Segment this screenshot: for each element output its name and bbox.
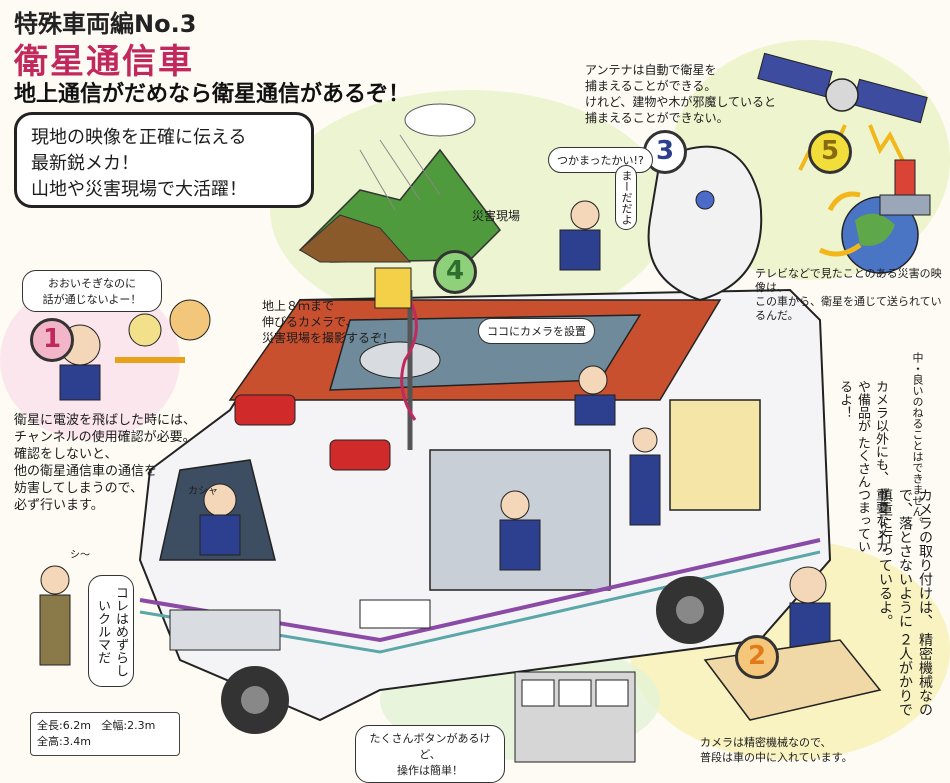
camera-install-bubble: ココにカメラを設置 <box>478 318 595 344</box>
vehicle-specs: 全長:6.2m 全幅:2.3m 全高:3.4m <box>30 712 180 756</box>
intro-box: 現地の映像を正確に伝える 最新鋭メカ！ 山地や災害現場で大活躍！ <box>14 112 314 208</box>
spec-height: 全高:3.4m <box>37 735 91 748</box>
tv-note: テレビなどで見たことのある災害の映像は、 この車から、衛星を通じて送られているん… <box>755 267 942 322</box>
earth-globe <box>818 159 931 274</box>
satellite-drawing <box>757 52 928 171</box>
number-badge-4: 4 <box>433 250 477 294</box>
number-badge-1: 1 <box>30 318 74 362</box>
catch-bubble: つかまったかい!? <box>548 147 653 173</box>
camera-8m-note: 地上８ｍまで 伸びるカメラで、 災害現場を撮影するぞ！ <box>262 299 395 345</box>
careful-note: カメラの取り付けは、 精密機械なので、落とさないように ２人がかりで慎重に行って… <box>877 488 933 717</box>
series-title: 特殊車両編No.3 <box>14 10 197 38</box>
crew-figures <box>39 200 882 763</box>
antenna-note: アンテナは自動で衛星を 捕まえることができる。 けれど、建物や木が邪魔していると… <box>585 63 777 125</box>
disaster-site-mountain <box>298 103 501 263</box>
page-title: 衛星通信車 <box>14 42 194 82</box>
intro-line: 最新鋭メカ！ <box>31 153 139 174</box>
disaster-site-label: 災害現場 <box>472 209 521 223</box>
buttons-bubble: たくさんボタンがあるけど、 操作は簡単！ <box>355 725 505 783</box>
mada-bubble: まーだだよ <box>615 165 637 230</box>
spec-width: 全幅:2.3m <box>101 719 156 732</box>
channel-note: 衛星に電波を飛ばした時には、 チャンネルの使用確認が必要。 確認をしないと、 他… <box>14 413 197 513</box>
spec-length: 全長:6.2m <box>37 719 91 732</box>
number-badge-2: 2 <box>735 635 779 679</box>
tagline: 地上通信がだめなら衛星通信があるぞ！ <box>14 82 411 107</box>
mecha-note: カメラ以外にも、 重要なメカや備品が たくさんつまっているよ！ <box>837 380 888 554</box>
number-badge-5: 5 <box>808 130 852 174</box>
intro-line: 現地の映像を正確に伝える <box>31 127 247 148</box>
shi-sound: シ～ <box>70 550 90 561</box>
sleep-note: 中・良いのねることはできません。 <box>911 352 924 528</box>
ooi-bubble: おおいそぎなのに 話が通じないよー！ <box>22 270 162 312</box>
intro-line: 山地や災害現場で大活躍！ <box>31 179 247 200</box>
kasha-sound: カシャ <box>188 486 218 497</box>
storage-note: カメラは精密機械なので、 普段は車の中に入れています。 <box>700 736 853 764</box>
rare-vehicle-bubble: コレはめずらしいクルマだ <box>88 575 134 687</box>
